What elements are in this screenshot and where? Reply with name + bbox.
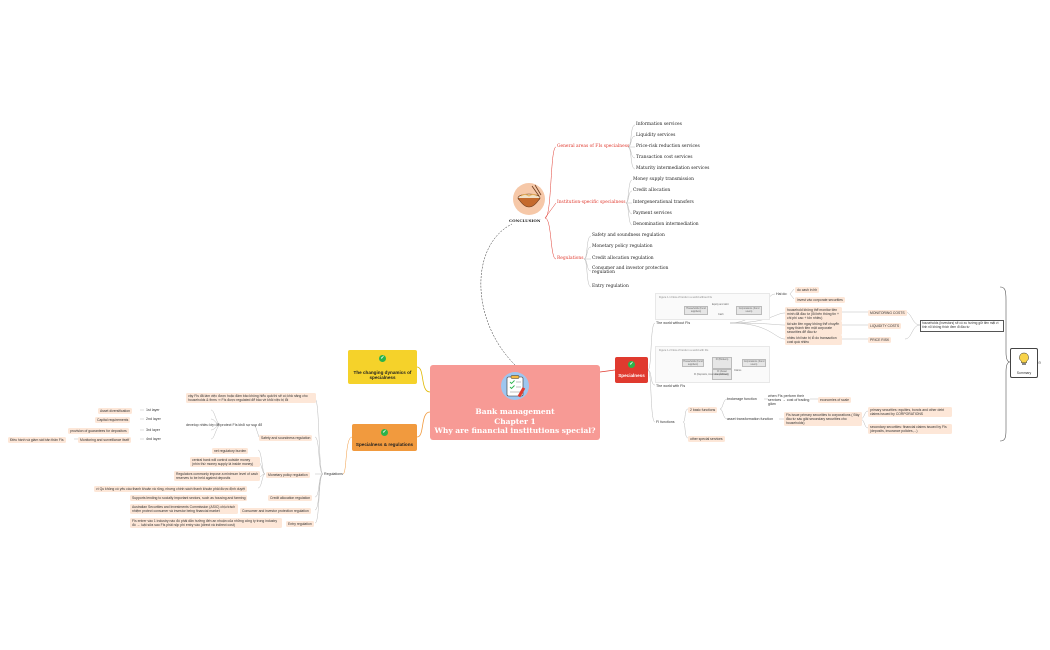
- households-note: households (Investors) sẽ có xu hướng gi…: [920, 320, 1004, 332]
- layer-label: 4nd layer: [146, 437, 161, 441]
- monitoring-desc: household không thể monitor tiền mình đã…: [785, 307, 842, 321]
- regulations-root: Regulations: [324, 472, 343, 476]
- regulation-item: Entry regulation: [592, 284, 629, 289]
- conclusion-label: CONCLUSION: [509, 218, 541, 223]
- asset-transformation-function: asset transformation function: [727, 417, 774, 421]
- layer-item: Monitoring and surveillance itself: [78, 437, 132, 443]
- noodle-bowl-icon: [513, 183, 545, 215]
- general-item: Maturity intermediation services: [636, 166, 710, 171]
- brokerage-desc: when FIs perform their services → cost o…: [768, 394, 810, 407]
- figure2-caption: Figure 1.2 Flow of funds in a world with…: [659, 349, 709, 352]
- cash-in-hh: do cash in hh: [795, 287, 820, 293]
- hai-do-label: Hai do:: [776, 292, 788, 296]
- conclusion-general-label: General areas of FIs specialness: [557, 144, 630, 149]
- layer-item: provision of guarantees for depositors: [68, 428, 129, 434]
- general-item: Information services: [636, 122, 682, 127]
- institution-item: Denomination intermediation: [633, 222, 699, 227]
- asset-desc: FIs issue primary securities to corporat…: [784, 412, 862, 426]
- central-title-line1: Bank management: [475, 407, 555, 416]
- credit-note: vì Qu không có yêu cầu thanh khoản và rủ…: [94, 486, 248, 492]
- institution-item: Intergenerational transfers: [633, 200, 694, 205]
- layer4-note: Điều hành và giám sát bản thân FIs: [8, 437, 66, 443]
- mini-fi-brokers: FI (Brokers): [712, 357, 732, 369]
- central-topic[interactable]: Bank management Chapter 1 Why are financ…: [430, 365, 600, 440]
- price-risk: PRICE RISK: [868, 337, 892, 343]
- liquidity-costs: LIQUIDITY COSTS: [868, 323, 902, 329]
- topic-changing-label: The changing dynamics of specialness: [353, 370, 412, 381]
- world-without-label: The world without FIs: [656, 321, 691, 325]
- entry-desc: FIs entrer vào 1 industry nào đó phải dẫ…: [130, 518, 282, 528]
- topic-spec-reg-label: Specialness & regulations: [355, 442, 414, 447]
- regulation-item: Monetary policy regulation: [592, 244, 653, 249]
- topic-changing-dynamics[interactable]: ✓ The changing dynamics of specialness: [348, 350, 417, 384]
- mini-fi-deposits: FI (Deposits, insurance policies): [694, 373, 729, 376]
- check-badge-icon: ✓: [628, 361, 635, 368]
- lightbulb-icon: [1019, 352, 1029, 365]
- economies-of-scale: economies of scale: [818, 397, 852, 403]
- layer-label: 3rd layer: [146, 428, 160, 432]
- credit-allocation: Credit allocation regulation: [268, 495, 313, 501]
- credit-desc: Supports lending to socially important s…: [130, 495, 248, 501]
- layer-item: Capital requirements: [95, 417, 131, 423]
- general-item: Price-risk reduction services: [636, 144, 700, 149]
- institution-item: Payment services: [633, 211, 672, 216]
- world-with-label: The world with FIs: [656, 384, 686, 388]
- mini-equity: Equity and debt: [712, 303, 729, 306]
- topic-specialness[interactable]: ✓ Specialness: [615, 357, 648, 383]
- layer-label: 1st layer: [146, 408, 160, 412]
- regulations-intro: vậy FIs đã làm việc được hoặc đảm bảo kh…: [186, 393, 316, 403]
- layer-item: Asset diversification: [98, 408, 132, 414]
- liquidity-desc: tài sản liền ngay không thể chuyển ngay …: [785, 321, 842, 335]
- summary-node[interactable]: Summary: [1010, 348, 1038, 378]
- consumer-desc: Australian Securities and Investments Co…: [130, 504, 238, 514]
- topic-specialness-regulations[interactable]: ✓ Specialness & regulations: [352, 424, 417, 451]
- figure-world-without-fis: Figure 1.1 Flow of funds in a world with…: [655, 293, 770, 320]
- check-badge-icon: ✓: [379, 355, 386, 362]
- primary-securities: primary securities: equities, bonds and …: [868, 407, 952, 417]
- invest-corporate: invest vào corporate securities: [795, 297, 845, 303]
- mini-corporations: Corporations (Fund users): [742, 359, 766, 367]
- regulation-item: Consumer and investor protection regulat…: [592, 266, 669, 276]
- institution-item: Credit allocation: [633, 188, 671, 193]
- institution-item: Money supply transmission: [633, 177, 694, 182]
- layer-label: 2nd layer: [146, 417, 161, 421]
- consumer-protection: Consumer and investor protection regulat…: [240, 508, 311, 514]
- general-item: Transaction cost services: [636, 155, 693, 160]
- figure-world-with-fis: Figure 1.2 Flow of funds in a world with…: [655, 346, 770, 383]
- other-special-services: other special services: [688, 436, 725, 442]
- summary-label: Summary: [1016, 371, 1032, 375]
- conclusion-institution-label: Institution-specific specialness: [557, 200, 626, 205]
- monitoring-costs: MONITORING COSTS: [868, 310, 907, 316]
- checklist-illustration-icon: [501, 372, 529, 400]
- net-regulatory-burden: net regulatory burden: [212, 448, 249, 454]
- mini-fi-asset: FI (Asset transformers): [712, 369, 732, 380]
- collapse-toggle-icon[interactable]: ⊖: [1038, 360, 1042, 365]
- monetary-item: Regulators commonly impose a minimum lev…: [174, 471, 260, 481]
- safety-desc: develop nhiều lớp để protect FIs khỏi sự…: [186, 423, 263, 427]
- brokerage-function: brokerage function: [727, 397, 757, 401]
- entry-regulation: Entry regulation: [286, 521, 314, 527]
- monetary-policy: Monetary policy regulation: [266, 472, 310, 478]
- monetary-item: central bank will control outside money …: [190, 457, 260, 467]
- fi-functions-label: FI functions: [656, 420, 675, 424]
- mini-cash: Cash: [718, 313, 724, 316]
- central-title-line2: Chapter 1: [494, 416, 536, 426]
- mini-corporations: Corporations (Fund users): [736, 306, 762, 315]
- figure1-caption: Figure 1.1 Flow of funds in a world with…: [659, 296, 712, 299]
- mini-claims: Claims: [734, 369, 742, 372]
- secondary-securities: secondary securities: financial claims i…: [868, 424, 952, 434]
- general-item: Liquidity services: [636, 133, 676, 138]
- two-basic-functions: 2 basic functions: [688, 407, 718, 413]
- check-badge-icon: ✓: [381, 429, 388, 436]
- topic-specialness-label: Specialness: [618, 373, 645, 378]
- price-desc: nhiều khi bán bị lỗ do transaction cost …: [785, 335, 842, 345]
- regulation-item: Safety and soundness regulation: [592, 233, 665, 238]
- safety-soundness: Safety and soundness regulation: [259, 435, 313, 441]
- central-title-line3: Why are financial institutions special?: [434, 426, 596, 435]
- mini-households: Households (Fund suppliers): [682, 359, 704, 367]
- regulation-item: Credit allocation regulation: [592, 256, 654, 261]
- mini-households: Households (Fund suppliers): [684, 306, 708, 315]
- conclusion-regulations-label: Regulations: [557, 256, 584, 261]
